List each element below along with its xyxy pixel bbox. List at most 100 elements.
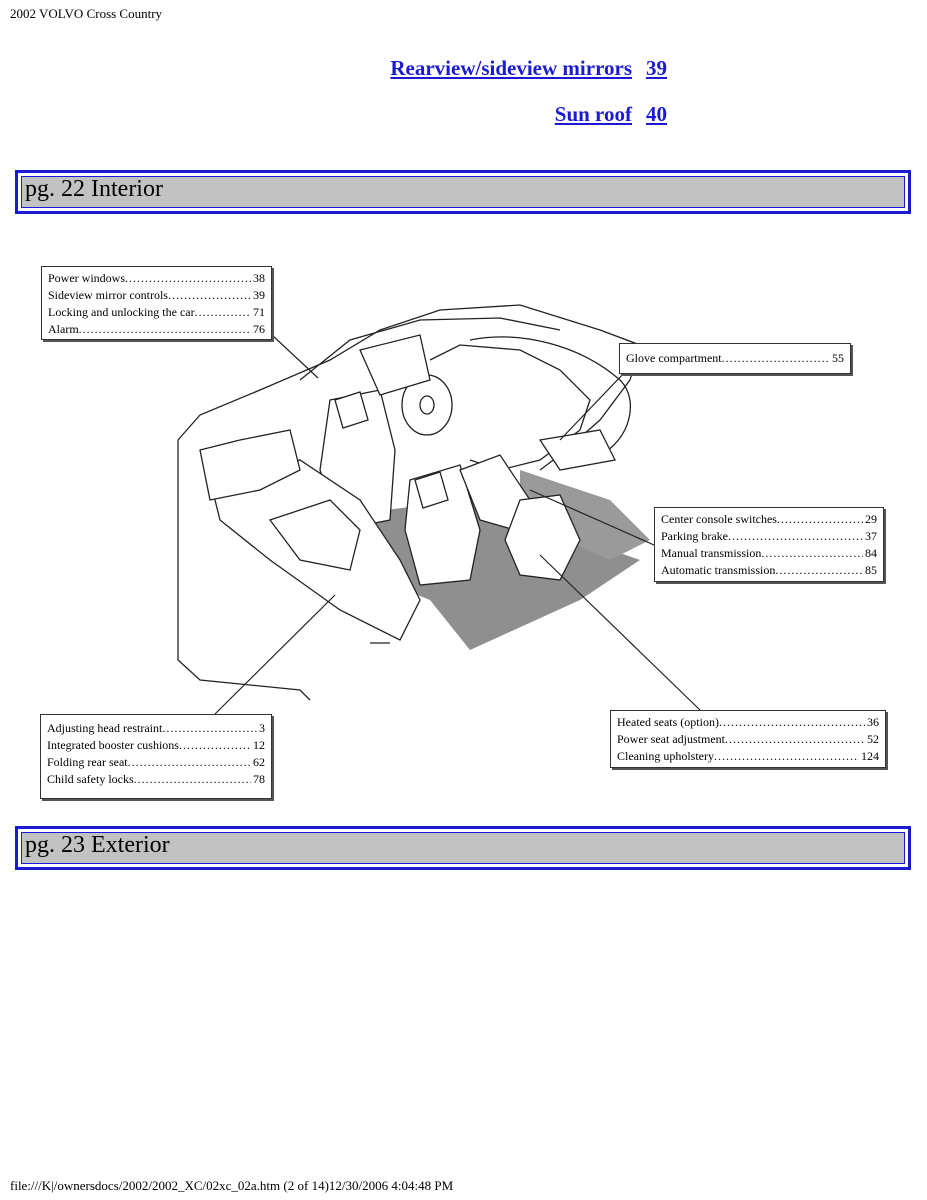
callout-center-console: Center console switches 29 Parking brake3… — [654, 507, 884, 582]
section-title: pg. 22 Interior — [25, 176, 163, 202]
callout-page: 55 — [832, 351, 844, 365]
car-interior-drawing — [177, 304, 650, 701]
roof-line — [299, 317, 561, 381]
leader-dots — [775, 562, 863, 579]
leader-glove — [559, 371, 626, 441]
rear-seat-cushion — [268, 499, 361, 571]
document-footer: file:///K|/ownersdocs/2002/2002_XC/02xc_… — [10, 1178, 454, 1193]
callout-page: 76 — [253, 322, 265, 336]
front-seat-left — [319, 389, 396, 531]
leader-dots — [134, 771, 251, 788]
leader-bottom-left — [214, 594, 336, 715]
section-title: pg. 23 Exterior — [25, 832, 170, 858]
front-door-panel — [359, 334, 431, 396]
callout-row: Manual transmission 84 — [661, 545, 877, 562]
callout-row: Integrated booster cushions 12 — [47, 737, 265, 754]
callout-page: 124 — [861, 749, 879, 763]
callout-page: 62 — [253, 755, 265, 769]
callout-label: Center console switches — [661, 512, 777, 526]
callout-label: Manual transmission — [661, 546, 762, 560]
front-seat-left-head — [334, 391, 369, 429]
callout-row: Alarm 76 — [48, 321, 265, 338]
callout-door-controls: Power windows 38 Sideview mirror controls… — [41, 266, 272, 340]
front-seat-right-head — [414, 471, 449, 509]
dashboard — [429, 344, 591, 471]
callout-page: 78 — [253, 772, 265, 786]
callout-row: Sideview mirror controls 39 — [48, 287, 265, 304]
center-console — [459, 454, 531, 531]
callout-label: Folding rear seat — [47, 755, 128, 769]
callout-label: Parking brake — [661, 529, 728, 543]
glove-box — [538, 429, 616, 471]
callout-page: 52 — [867, 732, 879, 746]
passenger-seat — [504, 494, 581, 581]
rear-seat — [209, 459, 421, 641]
toc-link-mirrors[interactable]: Rearview/sideview mirrors 39 — [390, 56, 667, 81]
callout-row: Locking and unlocking the car 71 — [48, 304, 265, 321]
callout-page: 71 — [253, 305, 265, 319]
leader-dots — [125, 270, 251, 287]
steering-hub — [419, 395, 435, 415]
section-header-fill — [21, 832, 905, 864]
toc-link-page[interactable]: 40 — [646, 102, 667, 126]
toc-link-sunroof[interactable]: Sun roof 40 — [555, 102, 667, 127]
callout-row: Power windows 38 — [48, 270, 265, 287]
callout-label: Sideview mirror controls — [48, 288, 168, 302]
callout-row: Child safety locks 78 — [47, 771, 265, 788]
floor-shadow-right — [520, 470, 650, 560]
leader-console — [529, 489, 655, 546]
front-seat-right — [404, 464, 481, 586]
callout-row: Adjusting head restraint3 — [47, 720, 265, 737]
dash-curve — [469, 336, 632, 456]
toc-link-label[interactable]: Sun roof — [554, 102, 632, 126]
callout-label: Power seat adjustment — [617, 732, 725, 746]
callout-page: 39 — [253, 288, 265, 302]
callout-row: Power seat adjustment 52 — [617, 731, 879, 748]
leader-dots — [79, 321, 251, 338]
callout-label: Locking and unlocking the car — [48, 305, 195, 319]
leader-dots — [128, 754, 251, 771]
leader-dots — [725, 731, 865, 748]
section-header-exterior: pg. 23 Exterior — [15, 826, 911, 870]
callout-label: Heated seats (option) — [617, 715, 719, 729]
callout-page: 85 — [865, 563, 877, 577]
leader-dots — [168, 287, 251, 304]
leader-dots — [777, 511, 863, 528]
callout-row: Parking brake37 — [661, 528, 877, 545]
toc-link-page[interactable]: 39 — [646, 56, 667, 80]
callout-label: Cleaning upholstery — [617, 749, 714, 763]
leader-dots — [761, 545, 863, 562]
callout-rear-seat: Adjusting head restraint3 Integrated boo… — [40, 714, 272, 799]
leader-dots — [714, 748, 859, 765]
body-bottom — [177, 440, 311, 701]
callout-page: 36 — [867, 715, 879, 729]
callout-row: Center console switches 29 — [661, 511, 877, 528]
section-header-fill — [21, 176, 905, 208]
callout-page: 84 — [865, 546, 877, 560]
leader-dots — [728, 528, 863, 545]
callout-label: Power windows — [48, 271, 125, 285]
steering-wheel — [401, 374, 453, 436]
leader-top-left — [271, 334, 319, 379]
callout-label: Alarm — [48, 322, 79, 336]
callout-label: Automatic transmission — [661, 563, 776, 577]
section-header-interior: pg. 22 Interior — [15, 170, 911, 214]
callout-label: Child safety locks — [47, 772, 134, 786]
leader-dots — [179, 737, 251, 754]
callout-leaders — [214, 334, 701, 715]
callout-row: Glove compartment55 — [626, 350, 844, 367]
callout-page: 38 — [253, 271, 265, 285]
callout-page: 29 — [865, 512, 877, 526]
document-header: 2002 VOLVO Cross Country — [10, 6, 163, 21]
callout-label: Integrated booster cushions — [47, 738, 179, 752]
callout-seats: Heated seats (option) 36 Power seat adjus… — [610, 710, 886, 768]
leader-dots — [722, 350, 830, 367]
toc-link-label[interactable]: Rearview/sideview mirrors — [390, 56, 632, 80]
leader-dots — [719, 714, 865, 731]
leader-dots — [195, 304, 251, 321]
callout-label: Adjusting head restraint — [47, 721, 163, 735]
rear-door-panel — [199, 429, 301, 501]
callout-row: Cleaning upholstery 124 — [617, 748, 879, 765]
callout-page: 12 — [253, 738, 265, 752]
callout-row: Heated seats (option) 36 — [617, 714, 879, 731]
